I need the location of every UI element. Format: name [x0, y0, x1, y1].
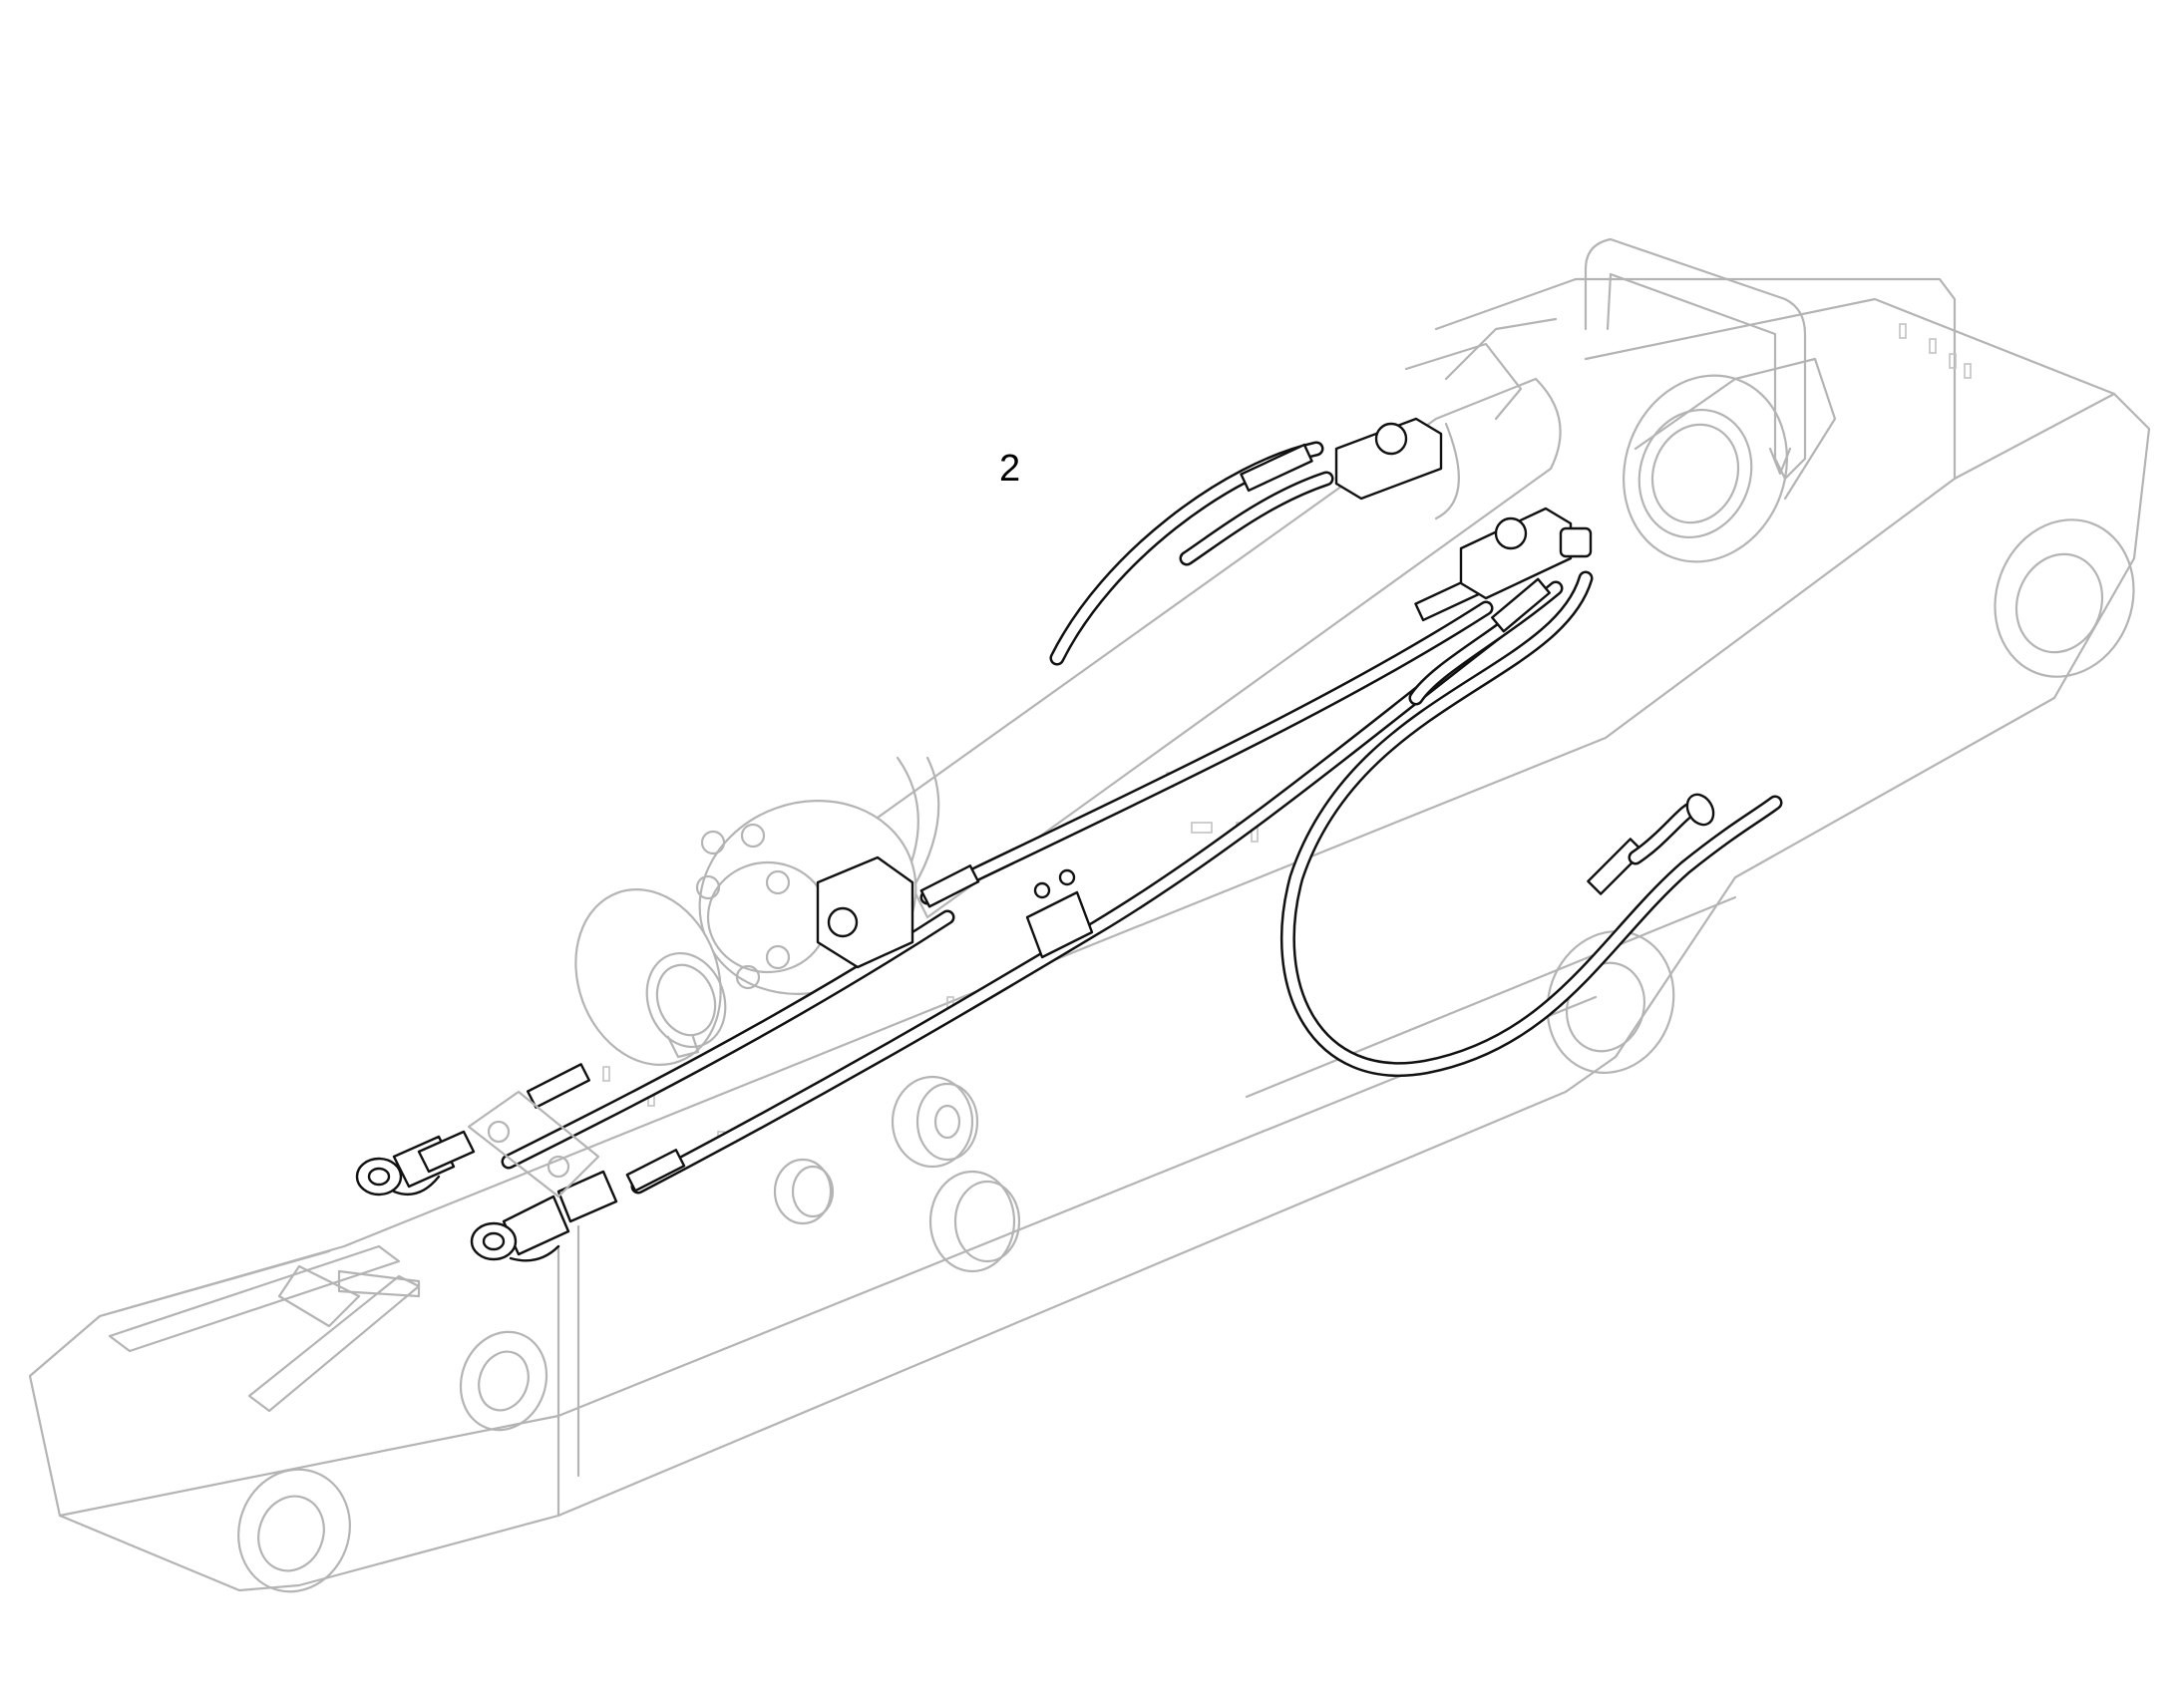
valve-blocks: [816, 417, 1593, 969]
front-mount-bracket: [467, 1090, 600, 1198]
base-plate-hardware: [108, 1244, 421, 1413]
boom-top-studs: [602, 323, 1972, 1147]
hose-clamp: [1025, 868, 1094, 959]
pivot-bosses: [237, 374, 2135, 1593]
lifting-bracket: [1584, 237, 1807, 481]
callout-item-2: 2: [999, 448, 1020, 490]
cylinder-flange-bolts: [695, 823, 791, 990]
side-mount-discs: [773, 1075, 1021, 1273]
boom-structure: [28, 277, 2151, 1592]
loose-hose-end: [1628, 793, 1715, 865]
front-fittings: [355, 1130, 618, 1262]
callouts: 2: [999, 448, 1020, 490]
hydraulic-hoses: [501, 441, 1783, 1195]
